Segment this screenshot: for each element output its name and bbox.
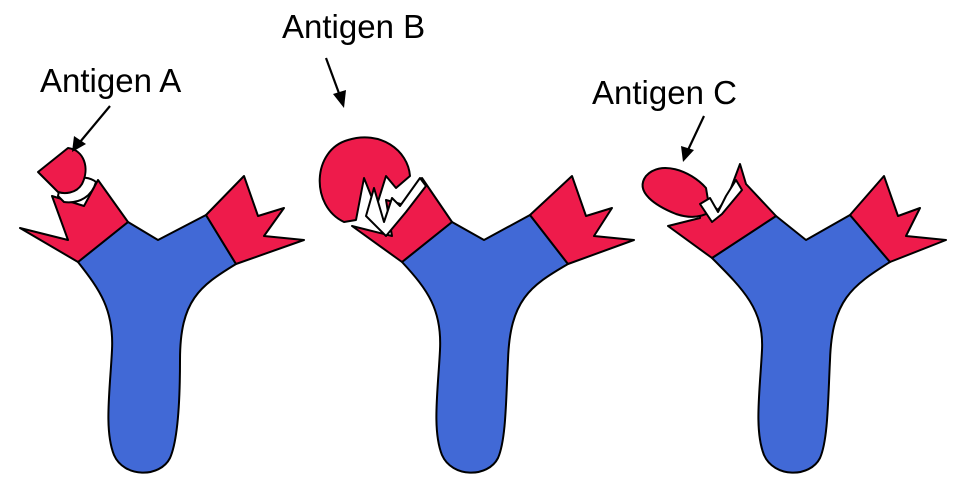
antibody-1	[20, 148, 304, 473]
antigen-a-label: Antigen A	[40, 62, 181, 99]
antigen-b-arrow-shaft	[326, 58, 340, 96]
label-antigen-b: Antigen B	[282, 8, 425, 108]
antigen-a-arrow-shaft	[80, 106, 110, 142]
antibody-1-body	[78, 215, 236, 473]
antigen-c-label: Antigen C	[592, 74, 737, 111]
antigen-c-arrow-shaft	[688, 116, 704, 150]
antigen-a-shape	[38, 148, 86, 193]
label-antigen-a: Antigen A	[40, 62, 181, 152]
antigen-c-shape	[643, 168, 710, 217]
antibody-3	[643, 164, 946, 473]
antibody-2-body	[402, 215, 568, 473]
antibody-3-body	[712, 215, 890, 473]
antibody-2	[320, 137, 634, 472]
antigen-c-arrow-head	[681, 146, 694, 162]
antigen-b-arrow-head	[333, 90, 346, 108]
label-antigen-c: Antigen C	[592, 74, 737, 162]
antigen-b-label: Antigen B	[282, 8, 425, 45]
